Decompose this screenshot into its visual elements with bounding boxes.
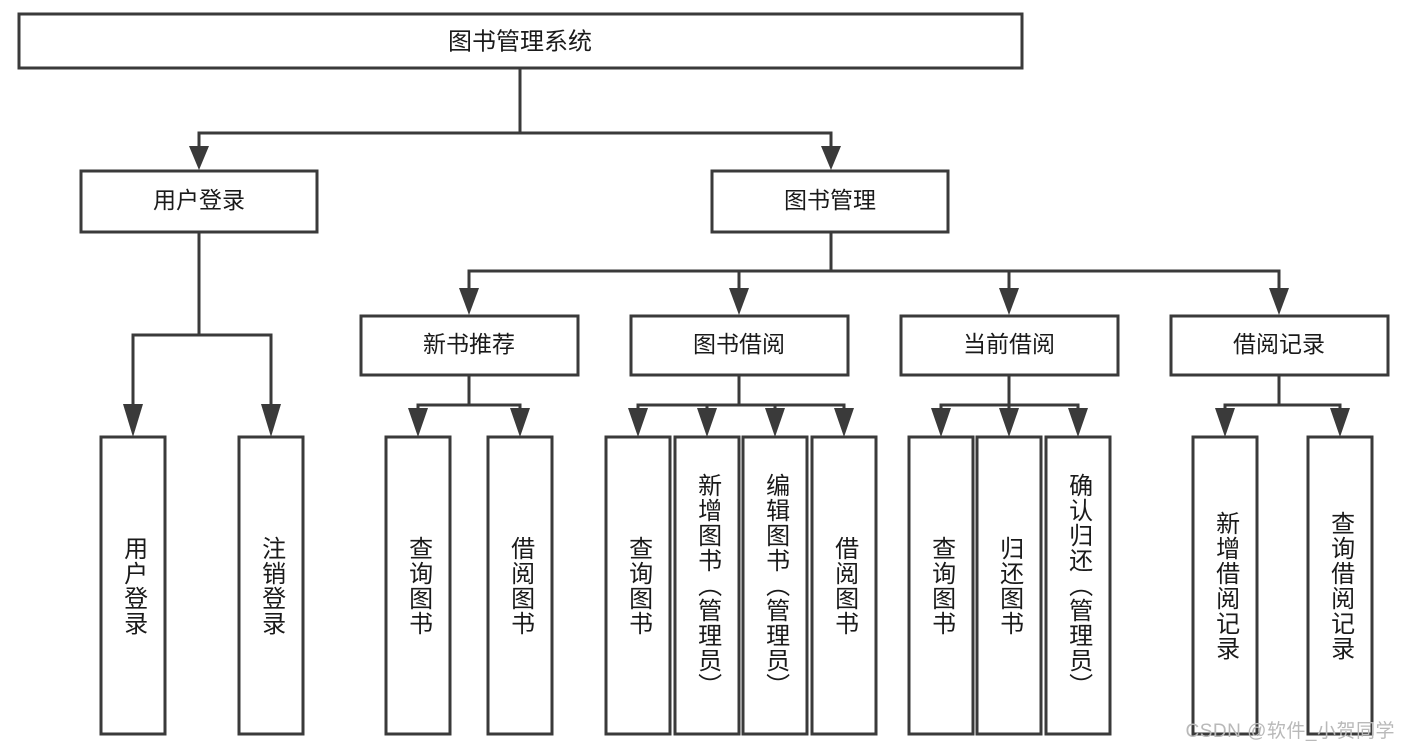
node-leaf-confirm-return-box[interactable] [1044, 435, 1112, 736]
node-leaf-query-book-1-box[interactable] [384, 435, 452, 736]
node-borrow-record-box [1169, 314, 1390, 377]
node-leaf-logout-login-box[interactable] [237, 435, 305, 736]
node-leaf-return-book-box[interactable] [975, 435, 1043, 736]
connectors-book-manage-to-level2 [459, 230, 1289, 315]
node-leaf-user-login-box[interactable] [99, 435, 167, 736]
node-new-book-rec-box [359, 314, 580, 377]
arrow-head-leaf-edit-book [765, 408, 785, 437]
arrow-head-leaf-logout-login [261, 404, 281, 437]
connectors-current-borrow-to-leaves [931, 373, 1088, 437]
connectors-new-book-rec-to-leaves [408, 373, 530, 437]
arrow-head-leaf-borrow-book-2 [834, 408, 854, 437]
node-book-manage-box [710, 169, 950, 234]
node-borrow-record-label: 借阅记录 [1233, 331, 1325, 357]
arrow-head-leaf-add-record [1215, 408, 1235, 437]
node-leaf-edit-book-box[interactable] [741, 435, 809, 736]
node-book-manage[interactable]: 图书管理 [710, 169, 950, 234]
connectors-user-login-to-leaves [123, 230, 281, 437]
arrow-head-leaf-confirm-return [1068, 408, 1088, 437]
leaf-boxes [99, 435, 1374, 736]
node-leaf-add-record-box[interactable] [1191, 435, 1259, 736]
arrow-head-leaf-query-book-1 [408, 408, 428, 437]
node-borrow-record[interactable]: 借阅记录 [1169, 314, 1390, 377]
arrow-head-user-login [189, 146, 209, 170]
node-current-borrow-label: 当前借阅 [963, 331, 1055, 357]
node-current-borrow[interactable]: 当前借阅 [899, 314, 1120, 377]
node-new-book-rec[interactable]: 新书推荐 [359, 314, 580, 377]
node-root-label: 图书管理系统 [448, 28, 592, 55]
node-user-login-label: 用户登录 [153, 187, 245, 213]
node-root[interactable]: 图书管理系统 [17, 12, 1024, 70]
arrow-head-leaf-borrow-book-1 [510, 408, 530, 437]
node-leaf-query-record-box[interactable] [1306, 435, 1374, 736]
arrow-head-leaf-query-book-3 [931, 408, 951, 437]
node-user-login[interactable]: 用户登录 [79, 169, 319, 234]
arrow-head-book-borrow [729, 288, 749, 315]
node-leaf-query-book-2-box[interactable] [604, 435, 672, 736]
arrow-head-leaf-user-login [123, 404, 143, 437]
arrow-head-new-book-rec [459, 288, 479, 315]
node-book-borrow[interactable]: 图书借阅 [629, 314, 850, 377]
node-current-borrow-box [899, 314, 1120, 377]
connectors-book-borrow-to-leaves [628, 373, 854, 437]
arrow-head-book-manage [821, 146, 841, 170]
node-leaf-query-book-3-box[interactable] [907, 435, 975, 736]
node-root-box [17, 12, 1024, 70]
csdn-watermark: CSDN @软件_小贺同学 [1185, 721, 1395, 742]
arrow-head-leaf-return-book [999, 408, 1019, 437]
node-book-manage-label: 图书管理 [784, 187, 876, 213]
node-book-borrow-box [629, 314, 850, 377]
node-leaf-add-book-box[interactable] [673, 435, 741, 736]
connectors-root-to-level1 [189, 66, 841, 170]
node-new-book-rec-label: 新书推荐 [423, 331, 515, 357]
arrow-head-current-borrow [999, 288, 1019, 315]
arrow-head-leaf-add-book [697, 408, 717, 437]
connectors-borrow-record-to-leaves [1215, 373, 1350, 437]
arrow-head-leaf-query-record [1330, 408, 1350, 437]
node-user-login-box [79, 169, 319, 234]
arrow-head-leaf-query-book-2 [628, 408, 648, 437]
node-book-borrow-label: 图书借阅 [693, 331, 785, 357]
arrow-head-borrow-record [1269, 288, 1289, 315]
node-leaf-borrow-book-2-box[interactable] [810, 435, 878, 736]
node-leaf-borrow-book-1-box[interactable] [486, 435, 554, 736]
